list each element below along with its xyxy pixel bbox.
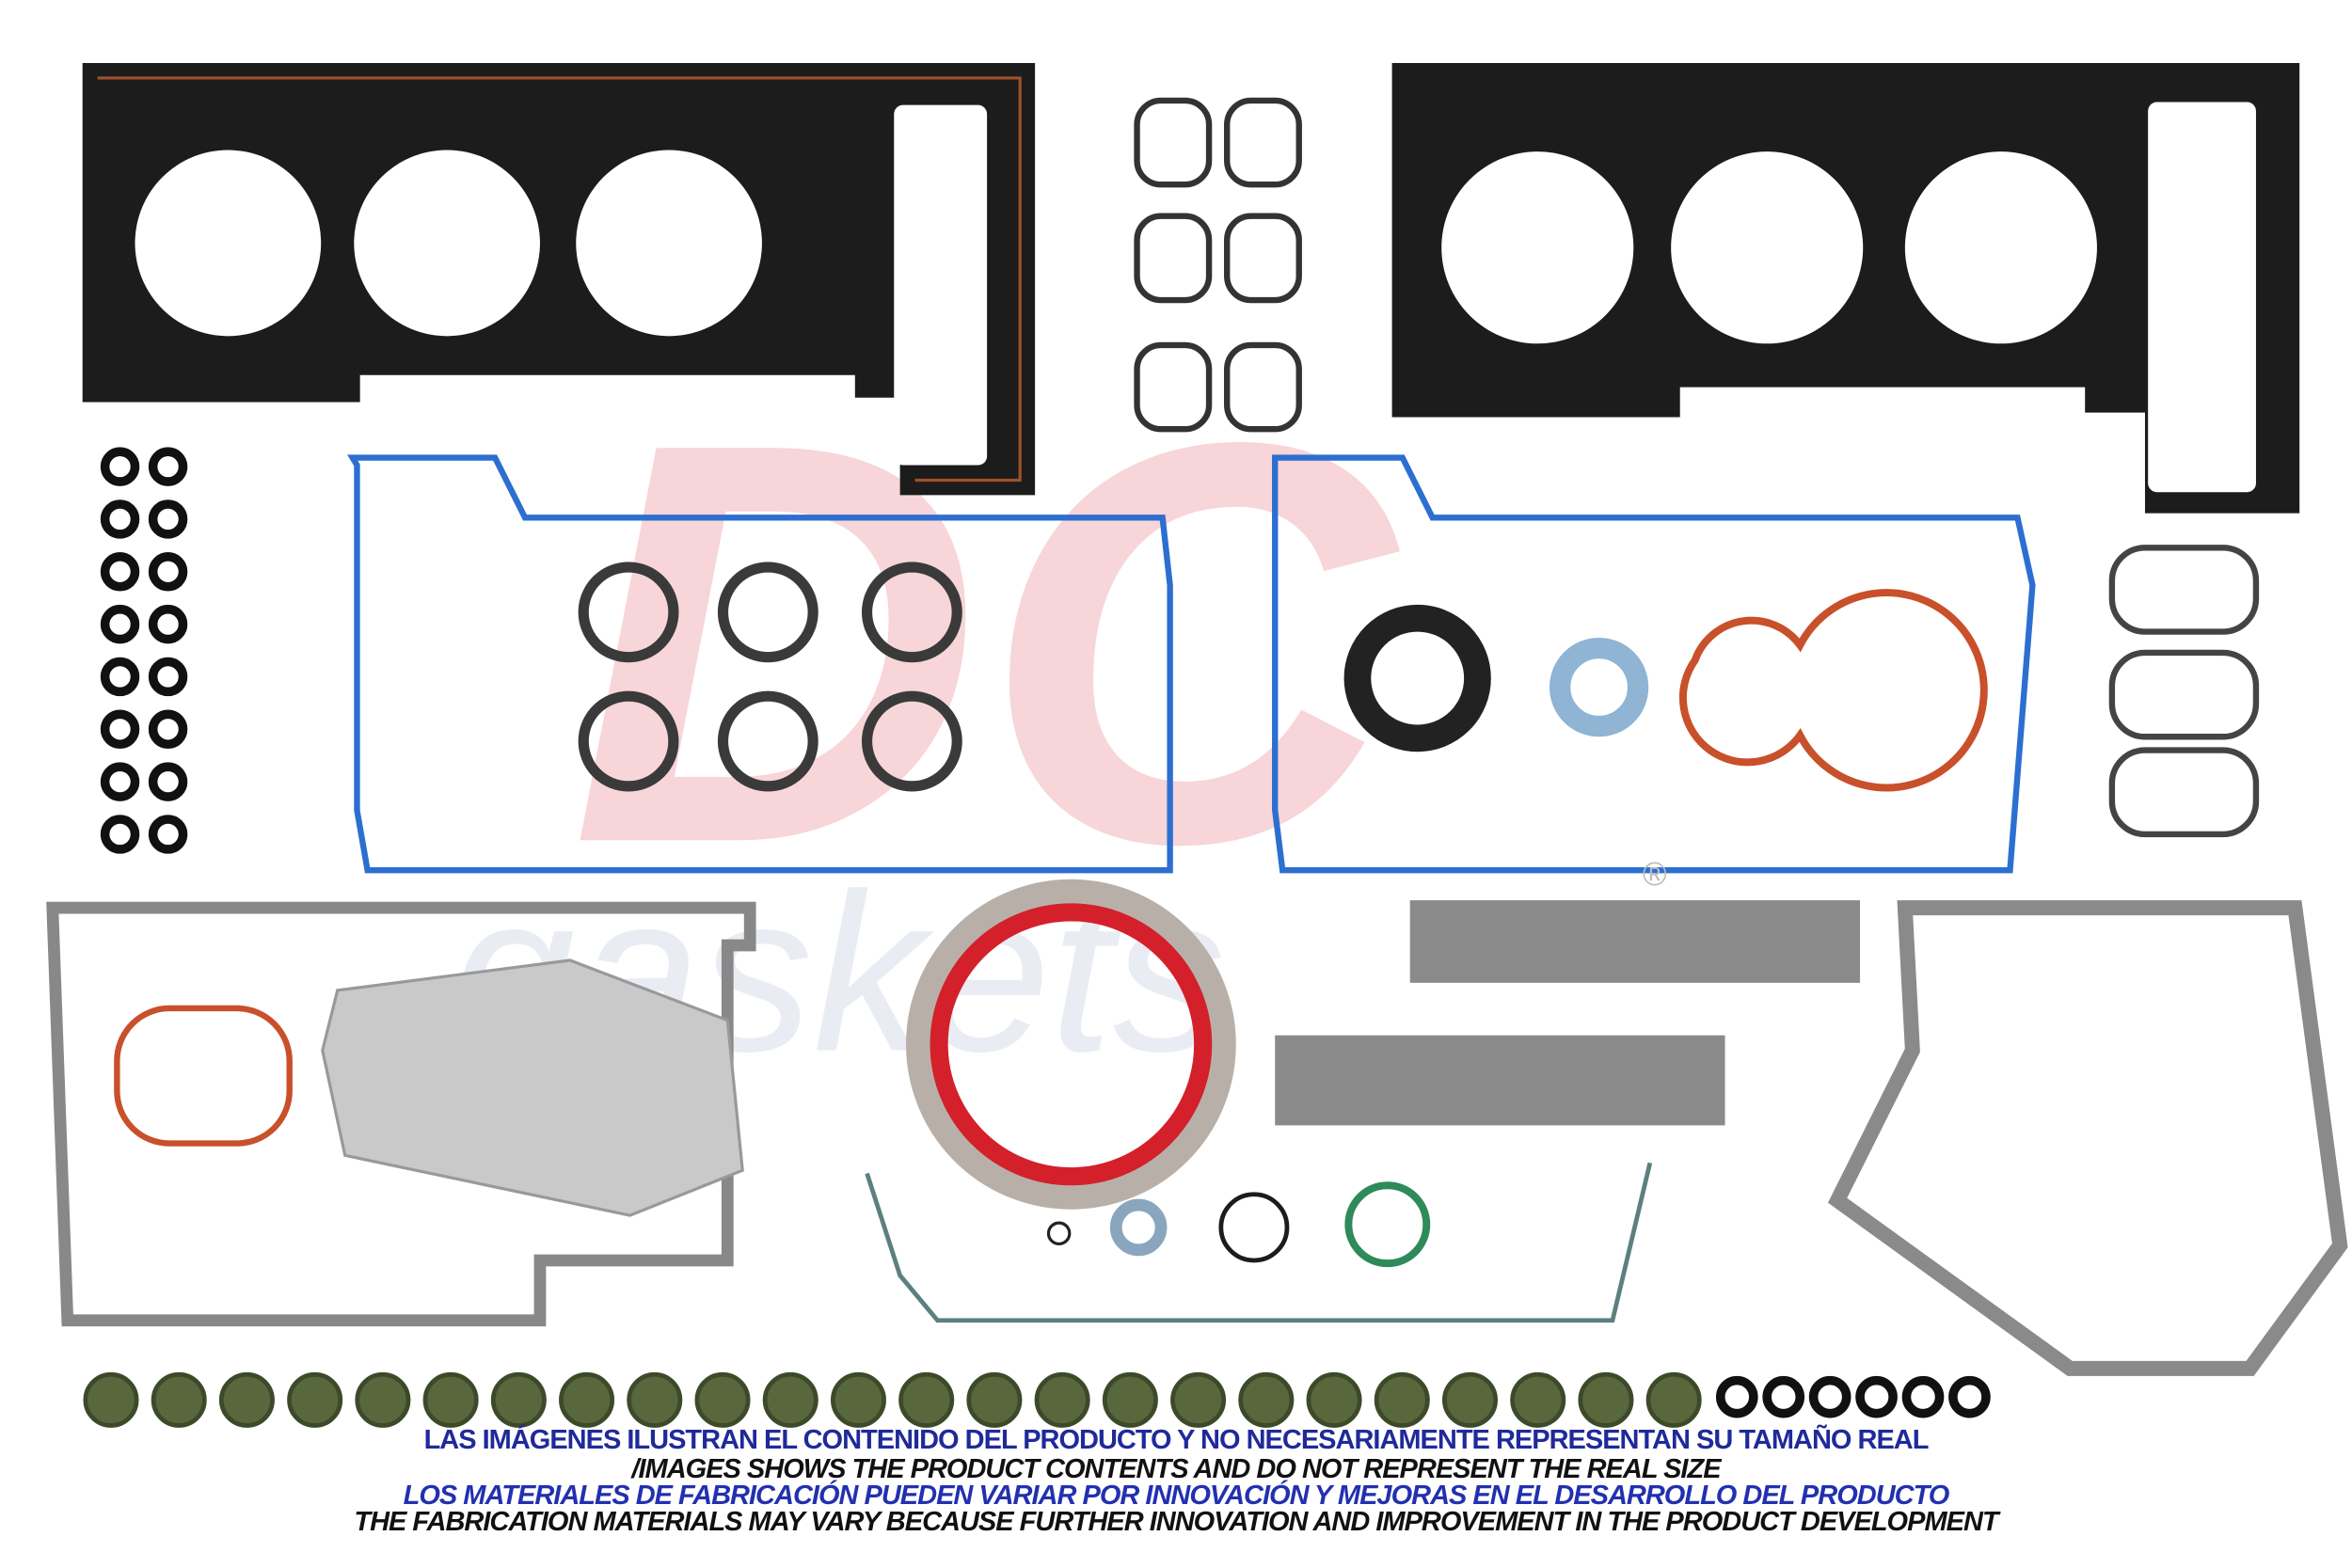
- orange-gasket: [1678, 589, 1988, 792]
- valve-stem-seal: [1034, 1371, 1090, 1428]
- throttle-body-seal: [2108, 747, 2260, 838]
- rear-main-seal: [906, 879, 1236, 1210]
- injector-seal: [1224, 213, 1302, 304]
- spark-plug-seal: [100, 709, 140, 750]
- intake-o-ring: [717, 690, 818, 792]
- spark-plug-seal: [100, 552, 140, 592]
- throttle-body-seal: [2108, 649, 2260, 740]
- valve-stem-seal: [762, 1371, 818, 1428]
- valve-stem-seal: [1306, 1371, 1362, 1428]
- injector-seal: [1224, 97, 1302, 188]
- caption-line-4: THE FABRICATION MATERIALS MAY VARY BECAU…: [354, 1507, 1998, 1537]
- valve-cover-gasket-left: [347, 454, 1173, 874]
- oil-pan-gasket: [46, 901, 756, 1327]
- tube-seal: [1948, 1375, 1991, 1418]
- injector-seal: [1134, 213, 1213, 304]
- spark-plug-seal: [100, 499, 140, 539]
- valve-stem-seal: [1102, 1371, 1158, 1428]
- spark-plug-seal: [148, 499, 188, 539]
- valve-stem-seal: [1578, 1371, 1634, 1428]
- seal-rings: [100, 97, 2260, 854]
- valve-stem-seal: [1238, 1371, 1295, 1428]
- spark-plug-seal: [100, 604, 140, 644]
- spark-plug-seal: [100, 447, 140, 486]
- valve-stem-seal: [1645, 1371, 1702, 1428]
- timing-cover-gasket: [1827, 900, 2348, 1376]
- valve-stem-seal: [83, 1371, 139, 1428]
- valve-stem-seal: [1510, 1371, 1566, 1428]
- o-ring-green: [1344, 1181, 1431, 1268]
- valve-stem-seal: [1374, 1371, 1430, 1428]
- tube-seal: [1855, 1375, 1898, 1418]
- head-gasket-left: [82, 62, 1036, 496]
- caption-line-2: /IMAGES SHOWS THE PRODUCT CONTENTS AND D…: [631, 1454, 1721, 1484]
- tube-seal: [1715, 1375, 1758, 1418]
- small-orange-gasket: [114, 1005, 293, 1147]
- exhaust-manifold-gasket-upper: [1409, 900, 1861, 983]
- injector-seal: [1134, 341, 1213, 433]
- intake-o-ring: [578, 690, 679, 792]
- valve-stem-seal: [830, 1371, 886, 1428]
- caption-line-1: LAS IMÁGENES ILUSTRAN EL CONTENIDO DEL P…: [423, 1425, 1930, 1455]
- blue-seal: [1549, 637, 1649, 737]
- caption-line-3: LOS MATERIALES DE FABRICACIÓN PUEDEN VAR…: [403, 1481, 1950, 1511]
- exhaust-manifold-gasket-lower: [1275, 1035, 1725, 1126]
- spark-tube-seals: [1715, 1375, 1991, 1418]
- intake-o-ring: [578, 562, 679, 663]
- spark-plug-seal: [148, 552, 188, 592]
- spark-plug-seal: [148, 815, 188, 854]
- valve-stem-seal: [627, 1371, 683, 1428]
- injector-seal: [1224, 341, 1302, 433]
- intake-o-ring: [717, 562, 818, 663]
- throttle-body-seal: [2108, 545, 2260, 635]
- valve-stem-seal: [1170, 1371, 1227, 1428]
- tube-seal: [1808, 1375, 1851, 1418]
- valve-stem-seal: [1442, 1371, 1498, 1428]
- registered-mark: ®: [1643, 856, 1667, 893]
- valve-stem-seal: [559, 1371, 615, 1428]
- spark-plug-seal: [148, 447, 188, 486]
- intake-o-ring: [861, 690, 962, 792]
- valve-stem-seal: [966, 1371, 1023, 1428]
- o-ring-small: [1046, 1221, 1072, 1246]
- rear-main-seal-lip: [930, 903, 1213, 1186]
- valve-stem-seals: [83, 1371, 1702, 1428]
- tube-seal: [1901, 1375, 1945, 1418]
- injector-seal: [1134, 97, 1213, 188]
- spark-plug-seal: [148, 709, 188, 750]
- head-gasket-right: [1391, 62, 2300, 514]
- water-pump-gasket: [321, 958, 744, 1217]
- intake-o-ring: [861, 562, 962, 663]
- valve-stem-seal: [151, 1371, 207, 1428]
- crank-seal-front: [1343, 604, 1491, 752]
- o-ring-blue: [1109, 1198, 1168, 1257]
- spark-plug-seal: [100, 815, 140, 854]
- spark-plug-seal: [148, 762, 188, 801]
- spark-plug-seal: [100, 762, 140, 801]
- spark-plug-seal: [100, 657, 140, 697]
- valve-stem-seal: [355, 1371, 411, 1428]
- valve-stem-seal: [490, 1371, 547, 1428]
- valve-stem-seal: [287, 1371, 343, 1428]
- valve-stem-seal: [694, 1371, 751, 1428]
- tube-seal: [1762, 1375, 1805, 1418]
- rubber-strip: [865, 1162, 1653, 1323]
- spark-plug-seal: [148, 604, 188, 644]
- valve-cover-gasket-right: [1272, 454, 2036, 874]
- spark-plug-seal: [148, 657, 188, 697]
- valve-stem-seal: [218, 1371, 275, 1428]
- valve-stem-seal: [422, 1371, 479, 1428]
- o-ring-black: [1218, 1192, 1290, 1263]
- valve-stem-seal: [898, 1371, 955, 1428]
